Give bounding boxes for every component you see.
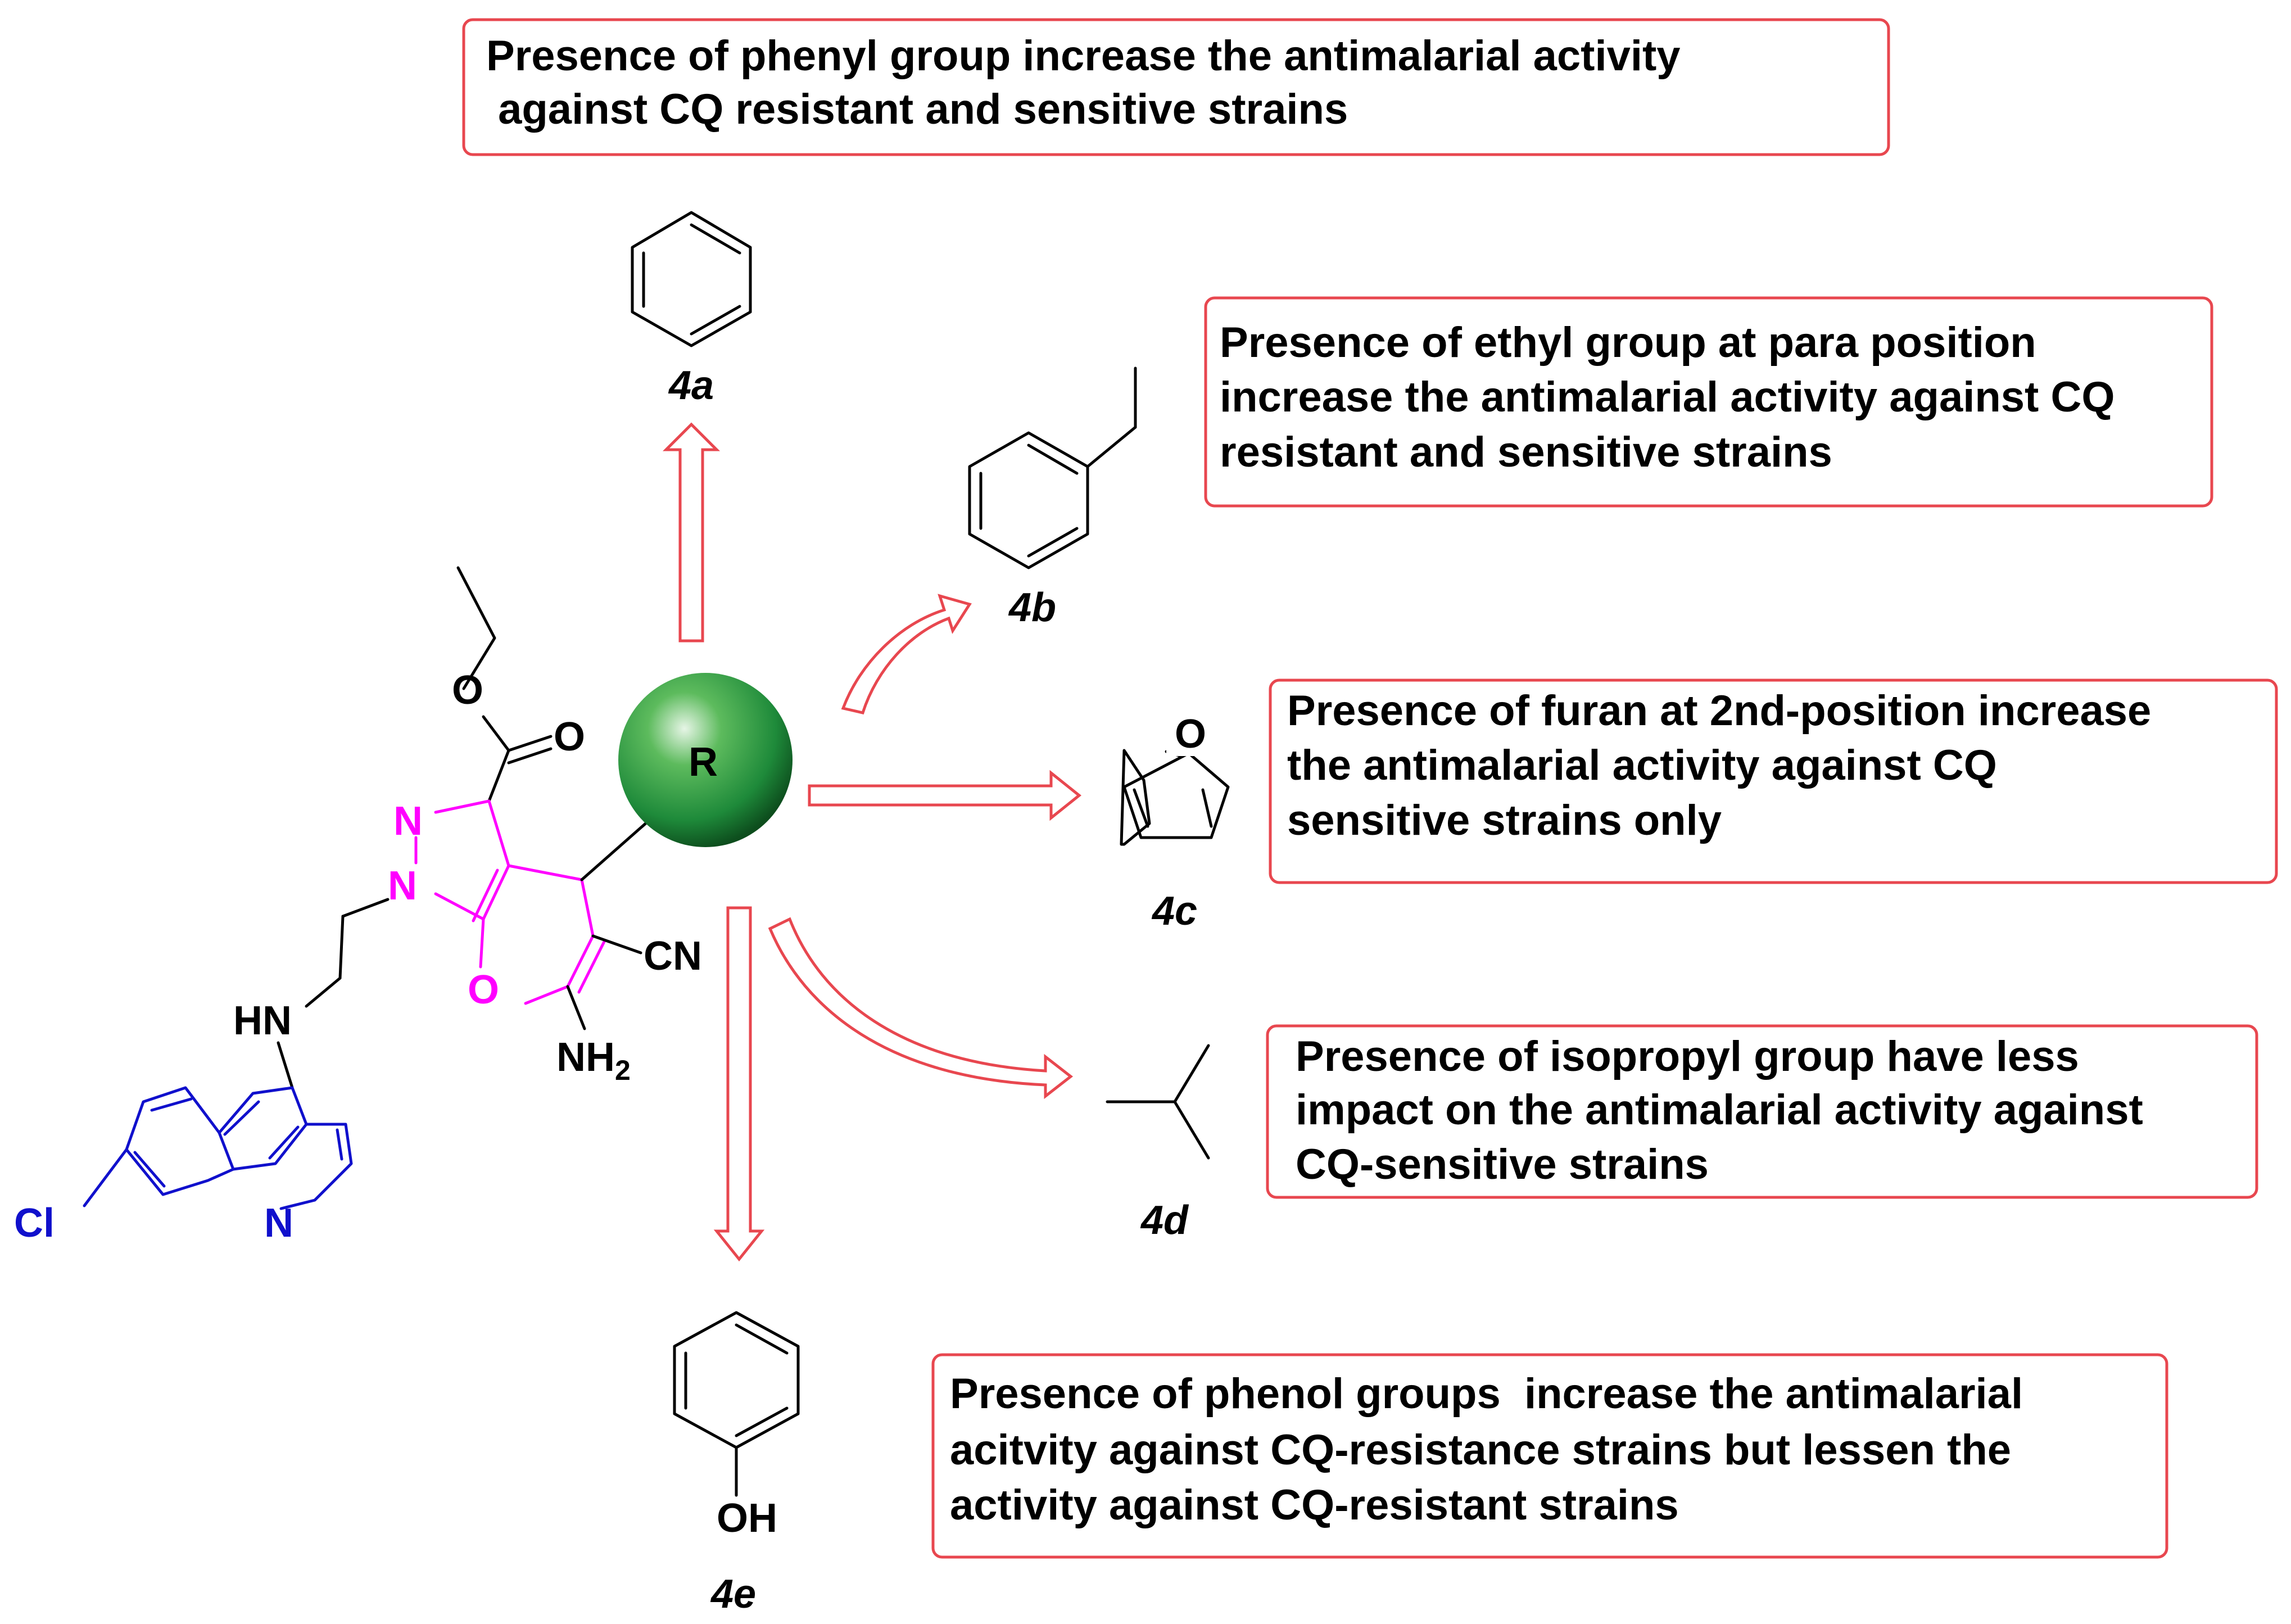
ester-group: O O (452, 566, 585, 803)
structure-4a-benzene: 4a (631, 211, 752, 408)
amino-label: NH2 (556, 1035, 631, 1086)
note-4c-line-3: sensitive strains only (1287, 797, 1722, 844)
arrow-up-4a (662, 422, 721, 643)
note-4c-line-2: the antimalarial activity against CQ (1287, 741, 1997, 789)
note-box-4e: Presence of phenol groups increase the a… (931, 1353, 2168, 1559)
chloroquinoline: N Cl (14, 1086, 353, 1246)
note-4b-line-1: Presence of ethyl group at para position (1220, 319, 2036, 367)
ethylamine-linker: HN (233, 898, 390, 1089)
note-box-4c: Presence of furan at 2nd-position increa… (1269, 678, 2278, 884)
label-4c: 4c (1151, 889, 1197, 934)
note-4d-line-1: Presence of isopropyl group have less (1296, 1033, 2079, 1080)
pyrazolopyran-core: N N O (388, 799, 606, 1012)
furan-o-label: O (1175, 712, 1206, 757)
note-4e-line-3: activity against CQ-resistant strains (950, 1481, 1679, 1529)
note-4c-line-1: Presence of furan at 2nd-position increa… (1287, 687, 2151, 735)
r-label: R (689, 740, 718, 785)
note-4b-line-2: increase the antimalarial activity again… (1220, 373, 2115, 421)
note-4e-line-2: acitvity against CQ-resistance strains b… (950, 1426, 2011, 1474)
phenol-oh-label: OH (717, 1496, 777, 1541)
note-box-4b: Presence of ethyl group at para position… (1204, 296, 2213, 508)
r-group-sphere: R (618, 673, 793, 847)
note-4b-line-3: resistant and sensitive strains (1220, 428, 1832, 476)
pyrazole-n1-label: N (388, 863, 417, 908)
cyano-label: CN (644, 934, 702, 979)
note-4d-line-2: impact on the antimalarial activity agai… (1296, 1086, 2143, 1134)
structure-4c-furan: O 4c (1120, 712, 1230, 934)
structure-4e-phenol: OH 4e (673, 1311, 800, 1617)
label-4b: 4b (1008, 585, 1056, 630)
note-4e-line-1: Presence of phenol groups increase the a… (950, 1370, 2023, 1418)
arrow-curved-4b (841, 594, 972, 714)
note-box-4a: Presence of phenyl group increase the an… (462, 18, 1890, 156)
note-4a-line-1: Presence of phenyl group increase the an… (486, 32, 1681, 80)
structure-4d-isopropyl: 4d (1106, 1044, 1210, 1243)
note-box-4d: Presence of isopropyl group have less im… (1266, 1024, 2258, 1199)
carbonyl-o-label: O (554, 714, 585, 759)
structure-4b-ethylbenzene: 4b (968, 367, 1137, 630)
note-4a-line-2: against CQ resistant and sensitive strai… (486, 85, 1348, 133)
quinoline-n-label: N (264, 1201, 293, 1246)
arrow-curved-4d (768, 917, 1074, 1100)
chloro-label: Cl (14, 1201, 55, 1246)
pyrazole-n2-label: N (393, 799, 423, 844)
label-4a: 4a (668, 363, 714, 408)
arrow-down-4e (713, 906, 765, 1262)
pyran-o-label: O (468, 967, 499, 1012)
note-4d-line-3: CQ-sensitive strains (1296, 1141, 1709, 1188)
label-4d: 4d (1140, 1198, 1189, 1243)
arrow-right-4c (808, 770, 1082, 821)
label-4e: 4e (710, 1572, 756, 1617)
amine-hn-label: HN (233, 998, 292, 1043)
core-molecule: O O N N O CN NH2 (14, 566, 702, 1246)
ester-o-label: O (452, 668, 483, 713)
